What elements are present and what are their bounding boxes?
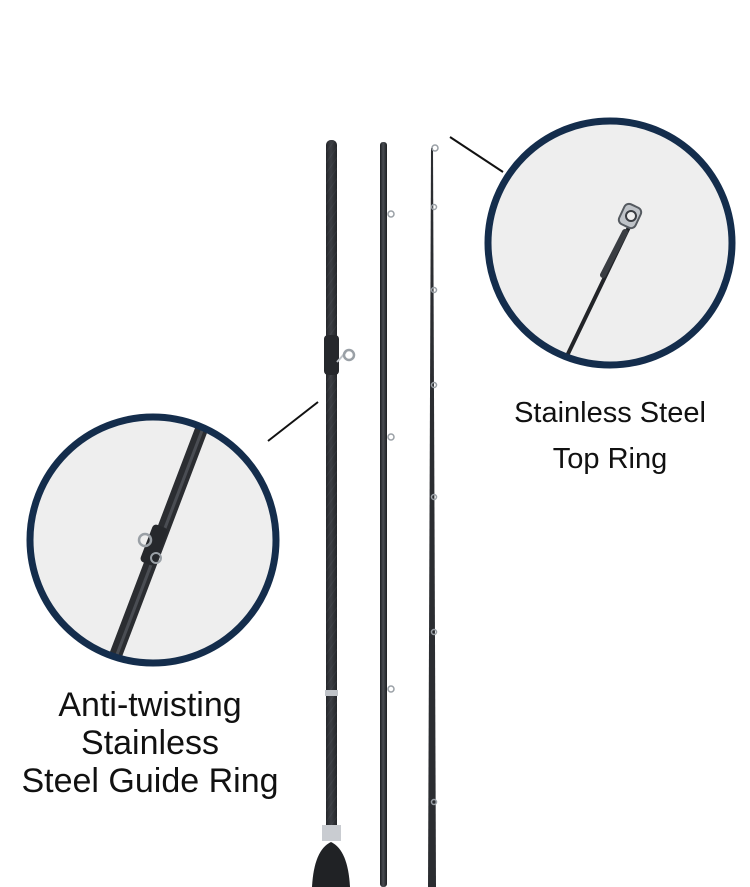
top-ring-caption-line-2: Top Ring — [552, 443, 668, 475]
rod-butt-guide-icon — [336, 348, 356, 363]
top-ring-closeup-icon — [484, 117, 736, 369]
guide-ring-caption-line-1: Anti-twisting — [58, 686, 242, 724]
guide-ring-caption: Anti-twisting Stainless Steel Guide Ring — [5, 686, 295, 800]
rod-butt-section — [312, 140, 350, 887]
guide-ring-closeup-icon — [26, 413, 280, 667]
guide-ring-caption-line-2: Stainless — [81, 724, 219, 762]
top-ring-caption: Stainless Steel Top Ring — [480, 390, 740, 482]
rod-middle-section — [380, 142, 395, 887]
guide-ring-caption-line-3: Steel Guide Ring — [21, 762, 279, 800]
top-ring-leader-line — [449, 136, 504, 173]
guide-ring-leader-line — [267, 401, 319, 442]
top-ring-caption-line-1: Stainless Steel — [514, 397, 706, 429]
rod-tip-section — [428, 144, 439, 887]
